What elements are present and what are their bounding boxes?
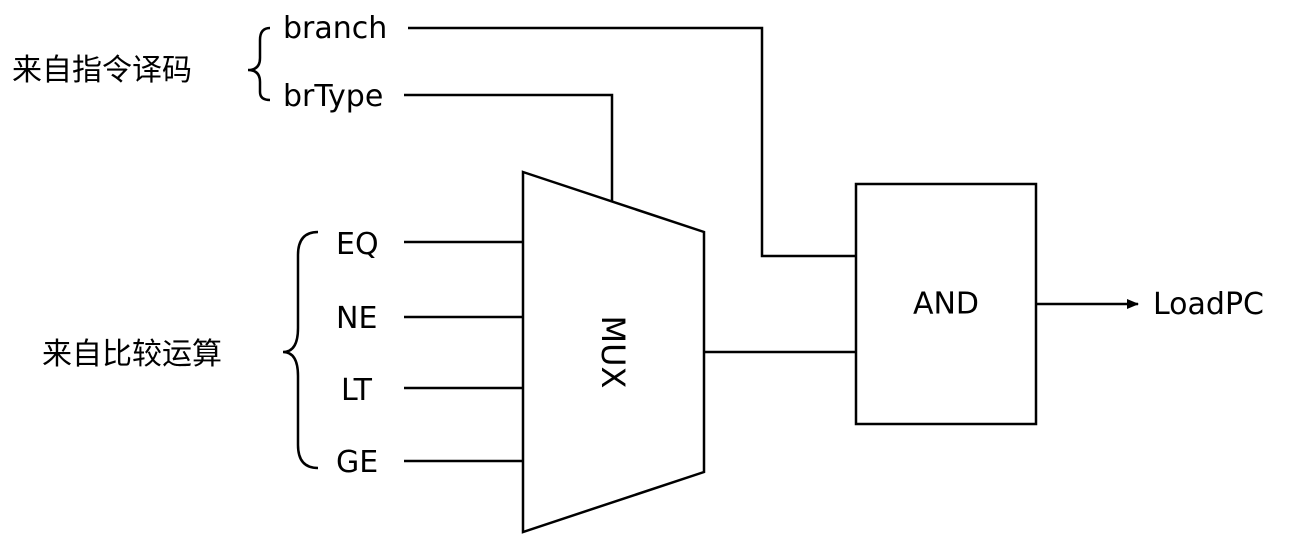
and-block	[854, 182, 1038, 426]
mux-label: MUX	[594, 316, 632, 389]
branch-wire	[408, 26, 856, 258]
and-label: AND	[913, 287, 979, 322]
ne-label: NE	[336, 301, 377, 336]
compare-brace	[282, 230, 319, 470]
eq-label: EQ	[336, 227, 379, 262]
loadpc-label: LoadPC	[1153, 287, 1264, 322]
branch-label: branch	[283, 11, 387, 46]
compare-group-label: 来自比较运算	[42, 337, 222, 372]
mux-block	[521, 170, 706, 534]
ge-label: GE	[336, 445, 378, 480]
decode-brace	[247, 26, 271, 102]
decode-group-label: 来自指令译码	[12, 53, 192, 88]
brtype-wire	[404, 93, 614, 202]
lt-label: LT	[341, 373, 373, 408]
brtype-label: brType	[283, 79, 383, 114]
